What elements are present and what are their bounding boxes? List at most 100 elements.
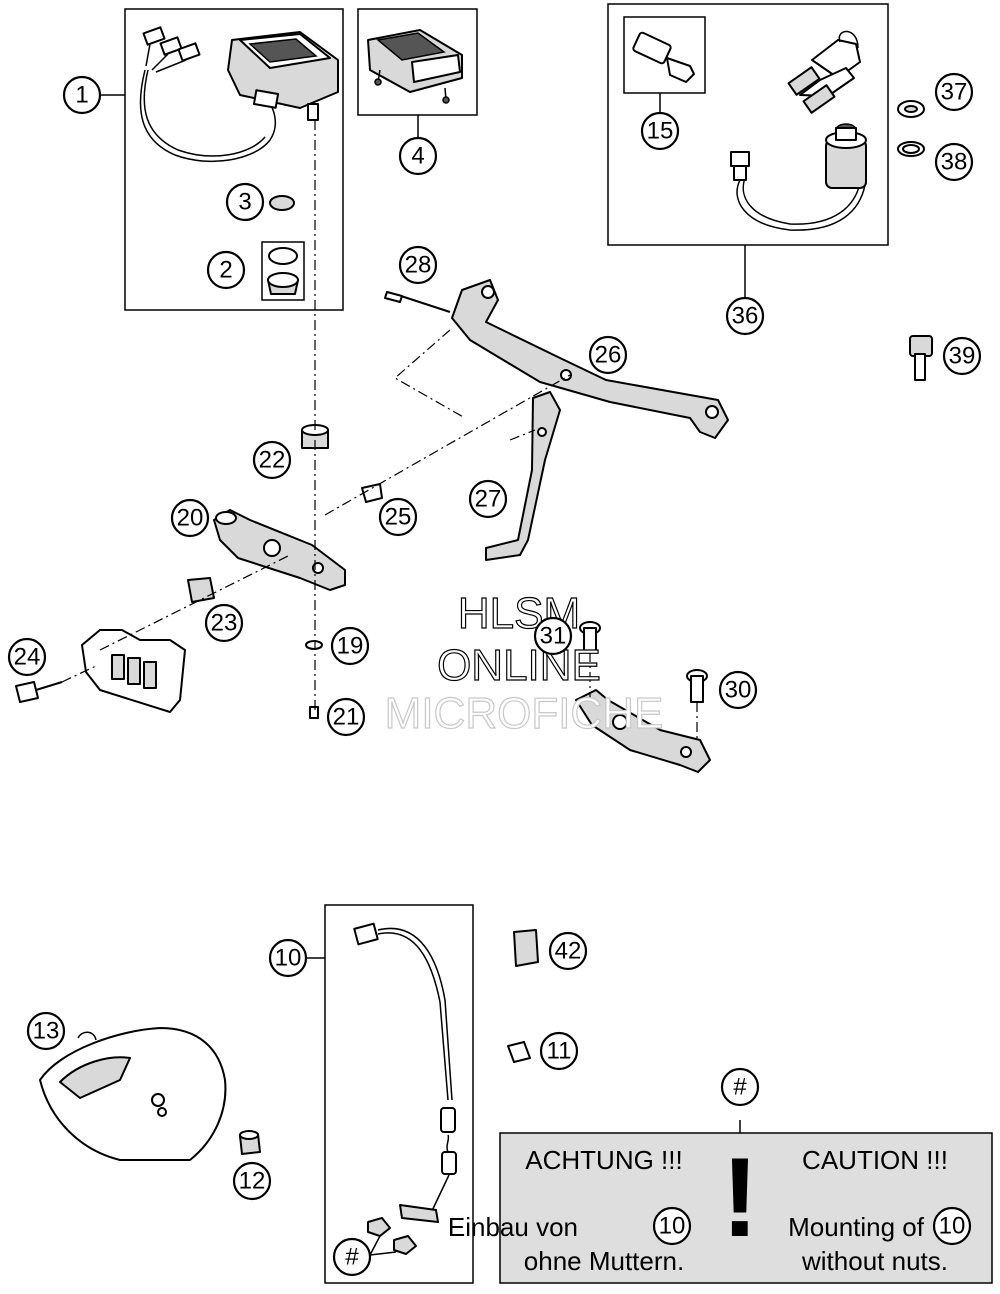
nut-37	[897, 100, 925, 118]
callout-hash-bottom: #	[332, 1237, 372, 1277]
callout-38: 38	[934, 142, 974, 182]
svg-text:21: 21	[333, 704, 360, 731]
svg-text:2: 2	[219, 257, 232, 284]
callout-39: 39	[942, 336, 982, 376]
svg-text:25: 25	[385, 504, 412, 531]
svg-text:1: 1	[75, 82, 88, 109]
callout-27: 27	[468, 479, 508, 519]
callout-10: 10	[268, 938, 308, 978]
watermark: HLSM ONLINE MICROFICHE	[384, 588, 664, 738]
lock-cylinder-illustration	[632, 31, 695, 83]
svg-text:20: 20	[177, 505, 204, 532]
speedometer-illustration	[139, 26, 339, 163]
callout-15: 15	[640, 111, 680, 151]
svg-text:#: #	[345, 1244, 359, 1271]
ignition-switch-illustration	[730, 123, 867, 231]
svg-text:26: 26	[595, 342, 622, 369]
svg-text:3: 3	[238, 189, 251, 216]
svg-text:31: 31	[540, 623, 567, 650]
svg-text:10: 10	[939, 1213, 966, 1240]
svg-text:24: 24	[14, 644, 41, 671]
clip-11	[507, 1041, 531, 1063]
note-right-ref: 10	[932, 1206, 972, 1246]
callout-28: 28	[398, 245, 438, 285]
callout-31: 31	[533, 616, 573, 656]
note-left-ref: 10	[652, 1206, 692, 1246]
callout-hash-top: #	[720, 1067, 760, 1107]
svg-text:13: 13	[33, 1018, 60, 1045]
svg-text:19: 19	[337, 633, 364, 660]
svg-text:28: 28	[405, 252, 432, 279]
svg-text:#: #	[733, 1074, 747, 1101]
callout-4: 4	[398, 136, 438, 176]
callout-21: 21	[326, 697, 366, 737]
nuts-hash	[367, 1217, 417, 1255]
washer-3	[269, 195, 295, 211]
washer-19	[305, 640, 323, 650]
key-39	[909, 335, 933, 381]
svg-text:42: 42	[555, 938, 582, 965]
callout-42: 42	[548, 931, 588, 971]
ignition-lock-kit-frame	[607, 3, 889, 246]
lock-cylinder-frame	[623, 16, 706, 94]
svg-text:23: 23	[211, 610, 238, 637]
svg-text:36: 36	[732, 303, 759, 330]
callout-20: 20	[170, 498, 210, 538]
svg-text:4: 4	[411, 143, 424, 170]
callout-2: 2	[206, 250, 246, 290]
bracket-26	[451, 279, 729, 439]
svg-text:39: 39	[949, 343, 976, 370]
wheel-sensor-illustration	[353, 922, 457, 1223]
svg-text:30: 30	[725, 677, 752, 704]
brake-disc-illustration	[39, 1027, 227, 1161]
callout-22: 22	[252, 440, 292, 480]
svg-text:27: 27	[475, 486, 502, 513]
svg-text:11: 11	[547, 1038, 572, 1065]
svg-text:22: 22	[259, 447, 286, 474]
grommet-2	[261, 241, 305, 301]
callout-23: 23	[204, 603, 244, 643]
caution-note: ACHTUNG !!! Einbau von 10 ohne Muttern. …	[448, 1132, 993, 1284]
mounting-plate-24	[81, 629, 186, 713]
screw-21	[309, 706, 319, 719]
svg-text:37: 37	[941, 79, 968, 106]
watermark-line3: MICROFICHE	[385, 689, 664, 738]
callout-12: 12	[232, 1161, 272, 1201]
watermark-line1: HLSM	[458, 589, 580, 638]
callout-25: 25	[378, 497, 418, 537]
washer-38	[897, 141, 925, 157]
svg-text:10: 10	[275, 945, 302, 972]
clip-42	[513, 929, 539, 967]
bracket-lower	[575, 689, 711, 773]
bracket-27	[485, 391, 561, 561]
callout-3: 3	[225, 182, 265, 222]
exclamation-mark: !	[721, 1135, 758, 1260]
note-right-line1: Mounting of	[788, 1212, 925, 1242]
bolt-24	[15, 681, 63, 703]
callout-30: 30	[718, 670, 758, 710]
callout-1: 1	[62, 75, 102, 115]
bracket-20	[213, 509, 346, 591]
note-right-heading: CAUTION !!!	[802, 1145, 948, 1175]
bolt-28	[384, 291, 451, 313]
callout-36: 36	[725, 296, 765, 336]
speedometer-unit-illustration	[367, 29, 463, 104]
note-right-line2: without nuts.	[801, 1246, 948, 1276]
speedometer-kit-frame	[124, 8, 344, 311]
svg-text:12: 12	[239, 1168, 266, 1195]
screw-30	[686, 669, 708, 703]
centerlines	[61, 120, 698, 740]
callout-37: 37	[934, 72, 974, 112]
svg-text:10: 10	[659, 1213, 686, 1240]
spacer-25	[361, 483, 383, 503]
note-left-line2: ohne Muttern.	[524, 1246, 684, 1276]
wheel-sensor-frame	[324, 904, 474, 1284]
callout-11: 11	[539, 1031, 579, 1071]
svg-text:15: 15	[647, 118, 674, 145]
callout-24: 24	[7, 637, 47, 677]
spacer-12	[239, 1130, 261, 1155]
note-left-heading: ACHTUNG !!!	[525, 1145, 682, 1175]
callout-13: 13	[26, 1011, 66, 1051]
callout-19: 19	[330, 626, 370, 666]
